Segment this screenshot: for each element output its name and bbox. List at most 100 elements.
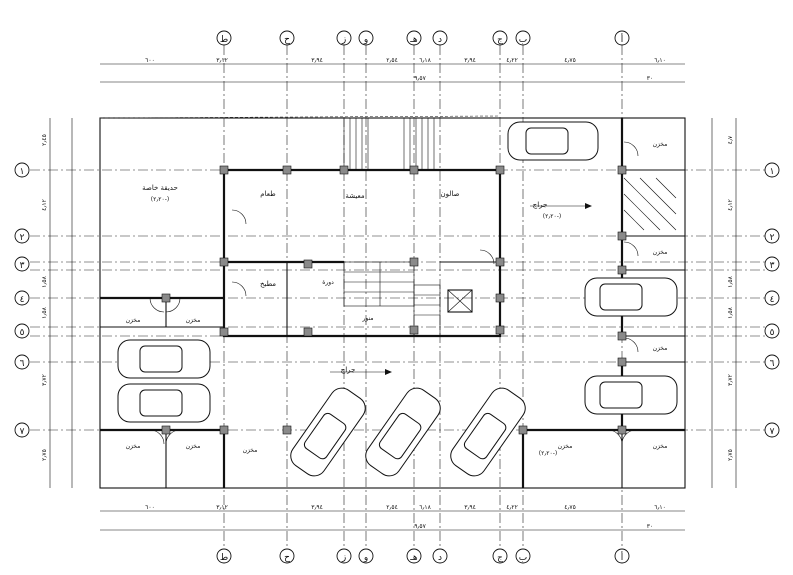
grid-label-col: و [363, 35, 368, 45]
car-icon [117, 383, 211, 423]
grid-label-row: ٤ [770, 295, 775, 305]
car-icon [365, 387, 441, 477]
dimension-text: ٣٫١٢ [216, 504, 228, 511]
dimension-text: ٤٫١٢ [727, 199, 734, 211]
apartment-walls [222, 168, 502, 338]
grid-label-col: ز [341, 553, 346, 563]
dimension-text: ٣٫٩٤ [464, 504, 476, 511]
level-label: (٢٫٢٠-) [543, 213, 561, 220]
dimension-text: ٤٫٢٢ [506, 57, 518, 64]
grid-label-col: ط [220, 553, 228, 563]
car-icon [584, 375, 678, 415]
grid-label-row: ٧ [20, 427, 25, 437]
grid-label-col: و [363, 553, 368, 563]
dimension-text: ٣٫٧٢ [727, 374, 734, 386]
dimension-text: ٢٫٥٤ [386, 504, 398, 511]
dimension-text: ٩٫٥٧ [414, 523, 426, 530]
right-row-labels: ١ ٢ ٣ ٤ ٥ ٦ ٧ [764, 162, 780, 438]
grid-label-col: ح [284, 553, 290, 563]
grid-label-row: ٢ [770, 233, 775, 243]
dimension-text: ٤٫٧ [727, 135, 734, 144]
grid-label-row: ١ [770, 167, 775, 177]
car-icon [584, 277, 678, 317]
dimension-text: ٦٫١٨ [419, 57, 431, 64]
room-label-store: مخزن [558, 443, 573, 450]
room-labels: حديقة خاصة (٢٫٢٠-) طعام معيشة صالون مطبخ… [126, 141, 668, 457]
grid-label-col: ج [497, 35, 503, 45]
grid-label-row: ٥ [770, 328, 775, 338]
right-dimension-lines: ٤٫٧ ٤٫١٢ ١٫٥٨ ١٫٥٨ ٣٫٧٢ ٢٫٧٥ [711, 118, 737, 488]
room-label-living: معيشة [345, 192, 364, 200]
grid-label-col: ج [497, 553, 503, 563]
grid-label-row: ٣ [20, 261, 25, 271]
grid-label-row: ١ [20, 167, 25, 177]
dimension-text: ٣٠ [647, 75, 653, 82]
dimension-text: ٦٫١٠ [654, 57, 666, 64]
dimension-text: ٢٫٧٥ [727, 449, 734, 461]
dimension-text: ٣٫٧٢ [41, 374, 48, 386]
room-label-store: مخزن [186, 443, 201, 450]
room-label-light-well: منور [361, 315, 373, 322]
dimension-text: ٦٫١٠ [654, 504, 666, 511]
room-label-store: مخزن [653, 443, 668, 450]
grid-label-col: هـ [409, 553, 418, 563]
dimension-text: ٢٫٤٥ [41, 134, 48, 146]
grid-label-row: ٥ [20, 328, 25, 338]
grid-label-row: ٤ [20, 295, 25, 305]
room-label-bath: دورة [322, 279, 334, 286]
room-label-garden: حديقة خاصة [142, 184, 178, 192]
dimension-text: ٦٫١٨ [419, 504, 431, 511]
room-label-dining: طعام [260, 190, 276, 198]
dimension-text: ٤٫١٢ [41, 199, 48, 211]
grid-label-col: هـ [409, 35, 418, 45]
dimension-text: ٢٫٧٥ [41, 449, 48, 461]
dimension-text: ٣٫٩٤ [311, 504, 323, 511]
drive-arrows [330, 203, 592, 375]
room-label-store: مخزن [653, 345, 668, 352]
level-label: (٢٫٢٠-) [539, 450, 557, 457]
grid-label-row: ٣ [770, 261, 775, 271]
dimension-text: ١٫٥٨ [41, 275, 48, 287]
grid-label-col: ح [284, 35, 290, 45]
dimension-text: ٣٫٩٤ [311, 57, 323, 64]
dimension-text: ٣٫٩٤ [464, 57, 476, 64]
room-label-store: مخزن [653, 141, 668, 148]
left-row-labels: ١ ٢ ٣ ٤ ٥ ٦ ٧ [14, 162, 30, 438]
dimension-text: ٣٫١٢ [216, 57, 228, 64]
top-dimension-lines: ٦٠٠ ٣٫١٢ ٣٫٩٤ ٢٫٥٤ ٦٫١٨ ٣٫٩٤ ٤٫٢٢ ٤٫٧٥ ٦… [100, 57, 685, 83]
parked-cars [117, 121, 678, 477]
dimension-text: ١٫٥٨ [727, 306, 734, 318]
dimension-text: ١٫٥٨ [727, 275, 734, 287]
dimension-text: ٤٫٧٥ [564, 57, 576, 64]
room-label-kitchen: مطبخ [260, 280, 276, 288]
room-label-store: مخزن [126, 443, 141, 450]
vertical-grid-lines [223, 45, 623, 548]
dimension-text: ٤٫٢٢ [506, 504, 518, 511]
bottom-column-labels: ط ح ز و هـ د ج ب أ [216, 548, 630, 564]
room-label-garage: جراج [341, 366, 356, 374]
bottom-dimension-lines: ٦٠٠ ٣٫١٢ ٣٫٩٤ ٢٫٥٤ ٦٫١٨ ٣٫٩٤ ٤٫٢٢ ٤٫٧٥ ٦… [100, 504, 685, 531]
grid-label-row: ٢ [20, 233, 25, 243]
car-icon [450, 387, 526, 477]
room-label-store: مخزن [186, 317, 201, 324]
dimension-text: ٢٫٥٤ [386, 57, 398, 64]
dimension-text: ٦٠٠ [145, 57, 155, 64]
grid-label-col: أ [621, 551, 624, 563]
room-label-garage: جراج [533, 201, 548, 209]
grid-label-col: ز [341, 35, 346, 45]
grid-label-row: ٦ [770, 359, 775, 369]
grid-label-col: ب [519, 553, 527, 563]
car-icon [117, 339, 211, 379]
car-icon [507, 121, 599, 161]
room-label-store: مخزن [126, 317, 141, 324]
level-label: (٢٫٢٠-) [151, 196, 169, 203]
grid-label-row: ٦ [20, 359, 25, 369]
dimension-text: ١٫٥٨ [41, 306, 48, 318]
dimension-text: ٩٫٥٧ [414, 75, 426, 82]
grid-label-col: د [438, 35, 442, 45]
stair-hatching [343, 118, 677, 337]
left-dimension-lines: ٢٫٤٥ ٤٫١٢ ١٫٥٨ ١٫٥٨ ٣٫٧٢ ٢٫٧٥ [41, 118, 73, 488]
room-label-store: مخزن [653, 249, 668, 256]
dimension-text: ٤٫٧٥ [564, 504, 576, 511]
